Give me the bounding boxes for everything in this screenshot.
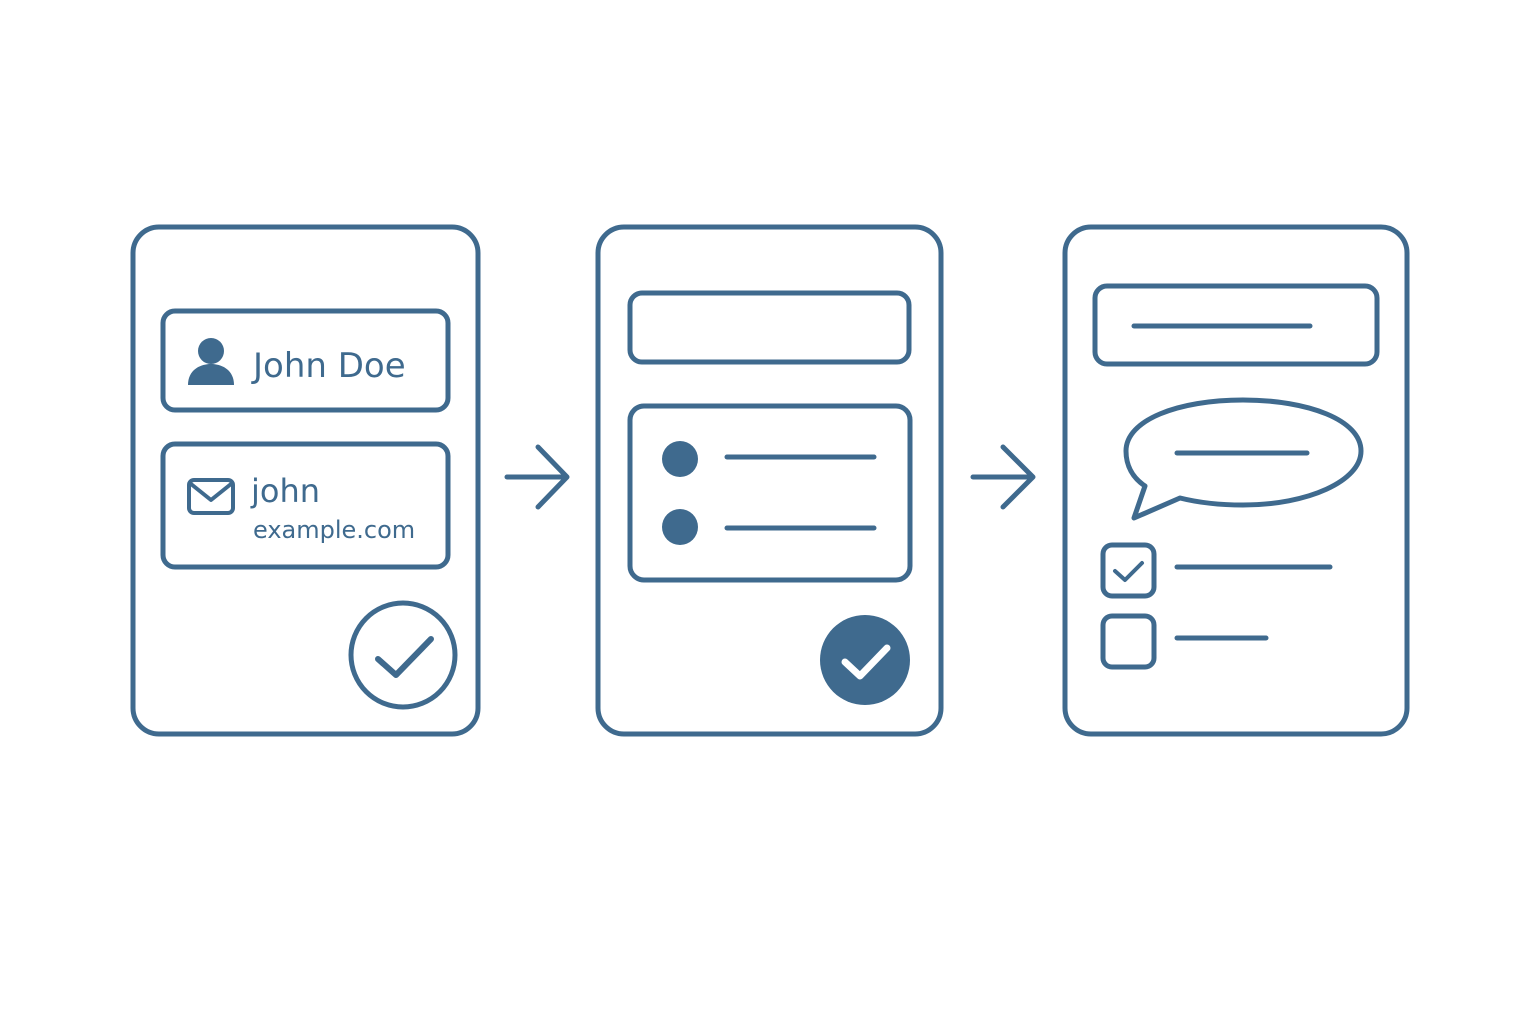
arrow-right-icon [970, 444, 1036, 510]
email-domain-value: example.com [253, 516, 415, 544]
email-user-value: john [250, 472, 320, 510]
list-item [662, 441, 877, 477]
screen-profile-form: John Doe john example.com [130, 224, 481, 737]
check-circle-outline-icon[interactable] [348, 600, 458, 710]
screen-list-confirm [595, 224, 944, 737]
envelope-icon [187, 478, 235, 515]
bullet-dot [662, 509, 698, 545]
check-icon [1113, 561, 1144, 582]
check-circle-filled-icon[interactable] [820, 615, 910, 705]
checklist-item-checked[interactable] [1100, 542, 1333, 599]
list-item [662, 509, 877, 545]
bullet-dot [662, 441, 698, 477]
screen-3-frame [1062, 224, 1410, 737]
name-value: John Doe [251, 346, 406, 386]
checkbox-checked[interactable] [1100, 542, 1157, 599]
header-bar [627, 290, 912, 365]
checkbox-unchecked[interactable] [1100, 613, 1157, 670]
arrow-right-icon [504, 444, 570, 510]
screen-2-frame [595, 224, 944, 737]
list-card [627, 403, 913, 583]
email-field[interactable]: john example.com [160, 441, 451, 570]
header-bar [1092, 283, 1380, 367]
speech-bubble-icon [1123, 397, 1364, 521]
name-field[interactable]: John Doe [160, 308, 451, 413]
screen-1-frame [130, 224, 481, 737]
checklist-item-unchecked[interactable] [1100, 613, 1269, 670]
screen-chat-checklist [1062, 224, 1410, 737]
user-icon [188, 338, 234, 385]
